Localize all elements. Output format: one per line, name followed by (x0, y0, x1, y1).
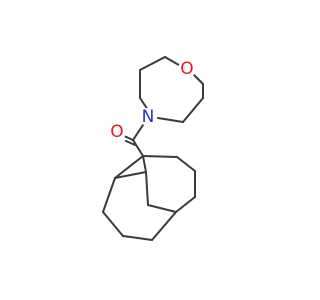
bond (157, 117, 184, 123)
bond (123, 135, 134, 141)
structure-canvas: O N O (102, 56, 204, 241)
bond (114, 171, 147, 179)
oxygen-atom-label: O (110, 122, 123, 142)
bond (142, 155, 147, 173)
bond (102, 211, 124, 237)
bond (122, 235, 153, 241)
atom-o-ring: O (178, 59, 196, 79)
bond (132, 121, 146, 141)
bond (139, 97, 149, 111)
oxygen-atom-label: O (180, 59, 193, 79)
bond (176, 156, 196, 172)
bond (102, 177, 116, 213)
nitrogen-atom-label: N (142, 107, 155, 127)
molecule-drawing: O N O (102, 56, 204, 241)
bond (145, 171, 149, 206)
atom-o-carbonyl: O (108, 122, 126, 142)
bond (132, 139, 144, 157)
bond (175, 196, 196, 213)
bond (125, 140, 136, 146)
bond (142, 155, 178, 158)
bond (192, 73, 204, 85)
bond (151, 211, 177, 241)
bond (139, 56, 166, 71)
atom-n: N (139, 107, 157, 127)
bond (182, 97, 204, 123)
bond (114, 155, 144, 179)
bond-layer (102, 56, 204, 241)
bond (147, 204, 177, 213)
